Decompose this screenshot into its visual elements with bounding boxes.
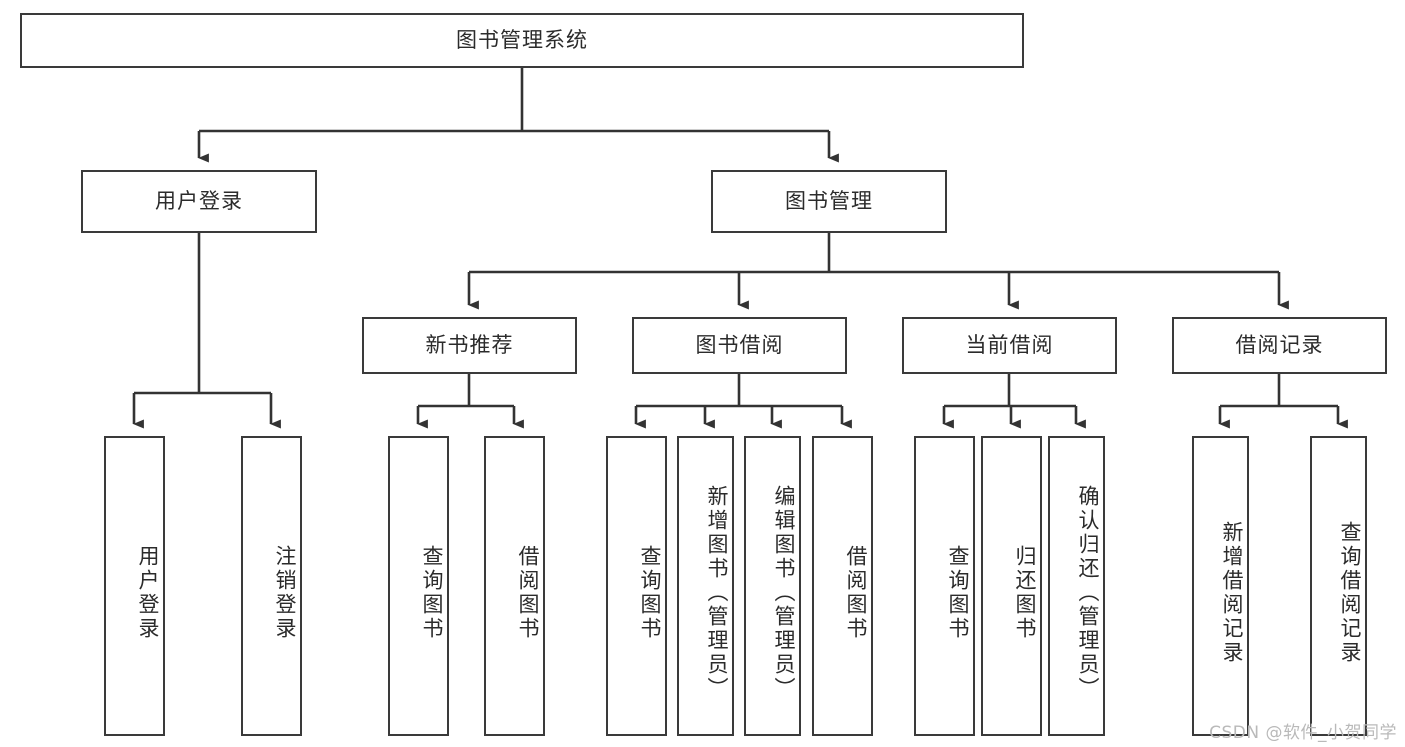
leaf-add-book-admin-label: 新增图书（管理员） — [705, 485, 729, 701]
node-user-login[interactable]: 用户登录 — [81, 170, 317, 233]
node-root-label: 图书管理系统 — [456, 27, 588, 52]
node-book-management[interactable]: 图书管理 — [711, 170, 947, 233]
leaf-add-borrow-record[interactable]: 新增借阅记录 — [1192, 436, 1249, 736]
node-current-borrow[interactable]: 当前借阅 — [902, 317, 1117, 374]
leaf-add-borrow-record-label: 新增借阅记录 — [1220, 521, 1244, 665]
node-current-borrow-label: 当前借阅 — [965, 332, 1054, 357]
leaf-query-book-recommend-label: 查询图书 — [420, 545, 444, 641]
leaf-add-book-admin[interactable]: 新增图书（管理员） — [677, 436, 734, 736]
node-user-login-label: 用户登录 — [155, 188, 243, 213]
leaf-borrow-book-recommend[interactable]: 借阅图书 — [484, 436, 545, 736]
node-new-book-recommend[interactable]: 新书推荐 — [362, 317, 577, 374]
leaf-query-book-recommend[interactable]: 查询图书 — [388, 436, 449, 736]
leaf-query-book-current[interactable]: 查询图书 — [914, 436, 975, 736]
leaf-logout[interactable]: 注销登录 — [241, 436, 302, 736]
leaf-return-book-label: 归还图书 — [1013, 545, 1037, 641]
leaf-query-book-borrow[interactable]: 查询图书 — [606, 436, 667, 736]
leaf-user-login-label: 用户登录 — [136, 545, 160, 641]
leaf-query-book-current-label: 查询图书 — [946, 545, 970, 641]
node-borrow-record-label: 借阅记录 — [1235, 332, 1324, 357]
leaf-user-login[interactable]: 用户登录 — [104, 436, 165, 736]
csdn-watermark: CSDN @软件_小贺同学 — [1209, 723, 1397, 743]
leaf-edit-book-admin[interactable]: 编辑图书（管理员） — [744, 436, 801, 736]
leaf-return-book[interactable]: 归还图书 — [981, 436, 1042, 736]
leaf-query-borrow-record-label: 查询借阅记录 — [1338, 521, 1362, 665]
leaf-borrow-book-recommend-label: 借阅图书 — [516, 545, 540, 641]
leaf-confirm-return-admin[interactable]: 确认归还（管理员） — [1048, 436, 1105, 736]
node-book-borrow-label: 图书借阅 — [695, 332, 784, 357]
leaf-query-book-borrow-label: 查询图书 — [638, 545, 662, 641]
node-book-management-label: 图书管理 — [785, 188, 873, 213]
node-book-borrow[interactable]: 图书借阅 — [632, 317, 847, 374]
leaf-logout-label: 注销登录 — [273, 545, 297, 641]
leaf-borrow-book-label: 借阅图书 — [844, 545, 868, 641]
leaf-borrow-book[interactable]: 借阅图书 — [812, 436, 873, 736]
leaf-confirm-return-admin-label: 确认归还（管理员） — [1076, 485, 1100, 701]
node-root[interactable]: 图书管理系统 — [20, 13, 1024, 68]
node-borrow-record[interactable]: 借阅记录 — [1172, 317, 1387, 374]
leaf-query-borrow-record[interactable]: 查询借阅记录 — [1310, 436, 1367, 736]
node-new-book-recommend-label: 新书推荐 — [425, 332, 514, 357]
leaf-edit-book-admin-label: 编辑图书（管理员） — [772, 485, 796, 701]
